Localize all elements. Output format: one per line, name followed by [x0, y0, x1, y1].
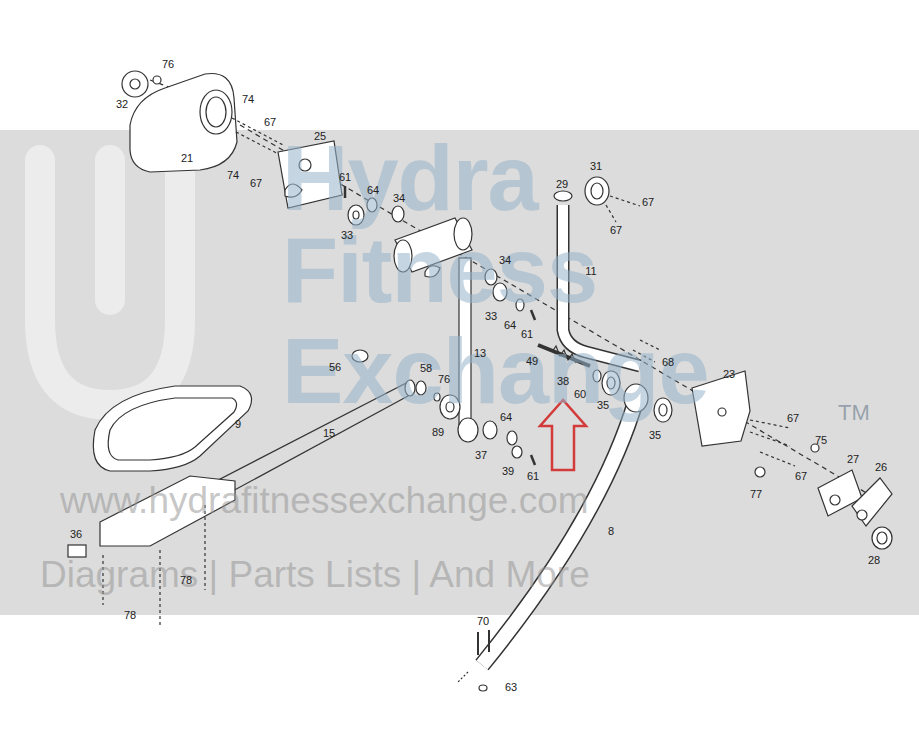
callout-number: 23	[723, 369, 735, 380]
callout-number: 34	[393, 193, 405, 204]
callout-number: 89	[432, 427, 444, 438]
callout-number: 33	[341, 230, 353, 241]
callout-number: 28	[868, 555, 880, 566]
callout-number: 60	[574, 389, 586, 400]
callout-number: 34	[499, 255, 511, 266]
watermark-logo	[40, 160, 180, 405]
callout-number: 32	[116, 99, 128, 110]
callout-number: 33	[485, 311, 497, 322]
callout-number: 11	[585, 266, 596, 277]
callout-number: 64	[367, 185, 379, 196]
callout-number: 9	[235, 419, 241, 430]
callout-number: 74	[242, 94, 254, 105]
callout-number: 77	[750, 489, 762, 500]
callout-number: 67	[787, 413, 799, 424]
callout-number: 76	[162, 59, 174, 70]
callout-number: 26	[875, 462, 887, 473]
callout-number: 56	[329, 362, 341, 373]
callout-number: 25	[314, 131, 326, 142]
watermark-band	[0, 130, 919, 615]
callout-number: 35	[649, 430, 661, 441]
callout-number: 49	[526, 356, 538, 367]
callout-number: 15	[323, 428, 335, 439]
callout-number: 58	[420, 363, 432, 374]
callout-number: 63	[505, 682, 517, 693]
callout-number: 78	[124, 610, 136, 621]
callout-number: 75	[815, 435, 827, 446]
watermark-text: Exchange	[282, 325, 709, 417]
callout-number: 35	[597, 400, 609, 411]
callout-number: 64	[500, 412, 512, 423]
callout-number: 67	[795, 471, 807, 482]
callout-number: 29	[556, 179, 568, 190]
callout-number: 67	[250, 178, 262, 189]
callout-number: 78	[180, 575, 192, 586]
parts-drawing	[68, 71, 892, 691]
callout-number: 37	[475, 450, 487, 461]
trademark-mark: TM	[838, 402, 870, 424]
callout-number: 13	[474, 348, 486, 359]
callout-number: 31	[590, 161, 602, 172]
callout-number: 67	[610, 225, 622, 236]
callout-number: 76	[438, 374, 450, 385]
callout-number: 64	[504, 320, 516, 331]
callout-number: 67	[642, 197, 654, 208]
callout-number: 27	[847, 454, 859, 465]
callout-number: 70	[477, 616, 489, 627]
callout-number: 61	[339, 172, 351, 183]
callout-number: 39	[502, 466, 514, 477]
callout-number: 21	[181, 153, 193, 164]
callout-number: 61	[521, 329, 533, 340]
callout-number: 61	[527, 471, 539, 482]
callout-number: 8	[608, 526, 614, 537]
watermark-text: Fitness	[282, 224, 597, 316]
callout-number: 67	[264, 117, 276, 128]
callout-number: 36	[70, 529, 82, 540]
watermark-text: Diagrams | Parts Lists | And More	[40, 556, 590, 593]
callout-number: 68	[662, 357, 674, 368]
watermark-text: Hydra	[282, 132, 538, 224]
callout-number: 38	[557, 376, 569, 387]
watermark-text: www.hydrafitnessexchange.com	[60, 482, 589, 519]
callout-number: 74	[227, 170, 239, 181]
